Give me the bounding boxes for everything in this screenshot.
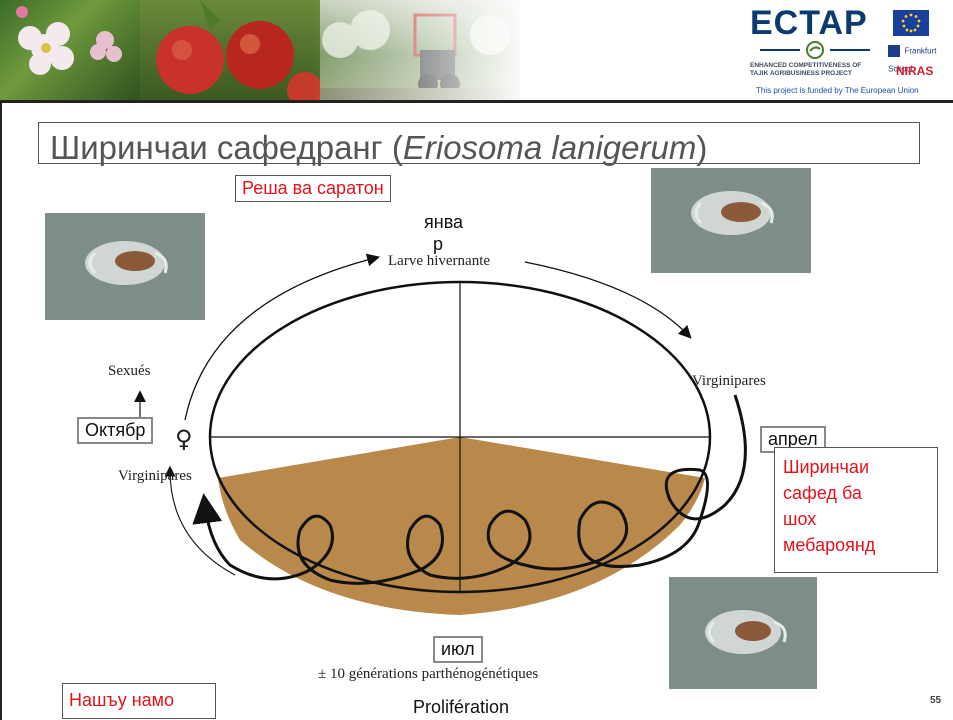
spread-note-line: Ширинчаи	[783, 454, 929, 480]
aphid-icon	[669, 577, 817, 689]
larve-label: Larve hivernante	[388, 253, 490, 269]
spread-note-line: шох	[783, 506, 929, 532]
proliferation-label: Prolifération	[413, 697, 509, 718]
spread-note-line: сафед ба	[783, 480, 929, 506]
spread-note-line: мебароянд	[783, 532, 929, 558]
aphid-photo-top-right	[651, 168, 811, 273]
virginipares-right-label: Virginipares	[692, 373, 766, 389]
aphid-photo-bottom-right	[669, 577, 817, 689]
january-label-1: янва	[424, 212, 463, 233]
generations-label: ± 10 générations parthénogénétiques	[318, 666, 538, 682]
proliferation-area	[218, 437, 705, 615]
spread-note: Ширинчаи сафед ба шох мебароянд	[774, 447, 938, 573]
july-label: июл	[433, 636, 483, 663]
virginipares-left-label: Virginipares	[118, 468, 192, 484]
arrow-to-larve	[185, 258, 375, 420]
sexues-label: Sexués	[108, 363, 151, 379]
resha-label: Реша ва саратон	[235, 175, 391, 202]
aphid-photo-left	[45, 213, 205, 320]
january-label-2: р	[433, 234, 443, 255]
aphid-icon	[651, 168, 811, 273]
page-number: 55	[930, 695, 941, 706]
aphid-icon	[45, 213, 205, 320]
october-label: Октябр	[77, 417, 153, 444]
female-symbol: ♀	[175, 425, 193, 453]
nashu-label: Нашъу намо	[62, 683, 216, 719]
